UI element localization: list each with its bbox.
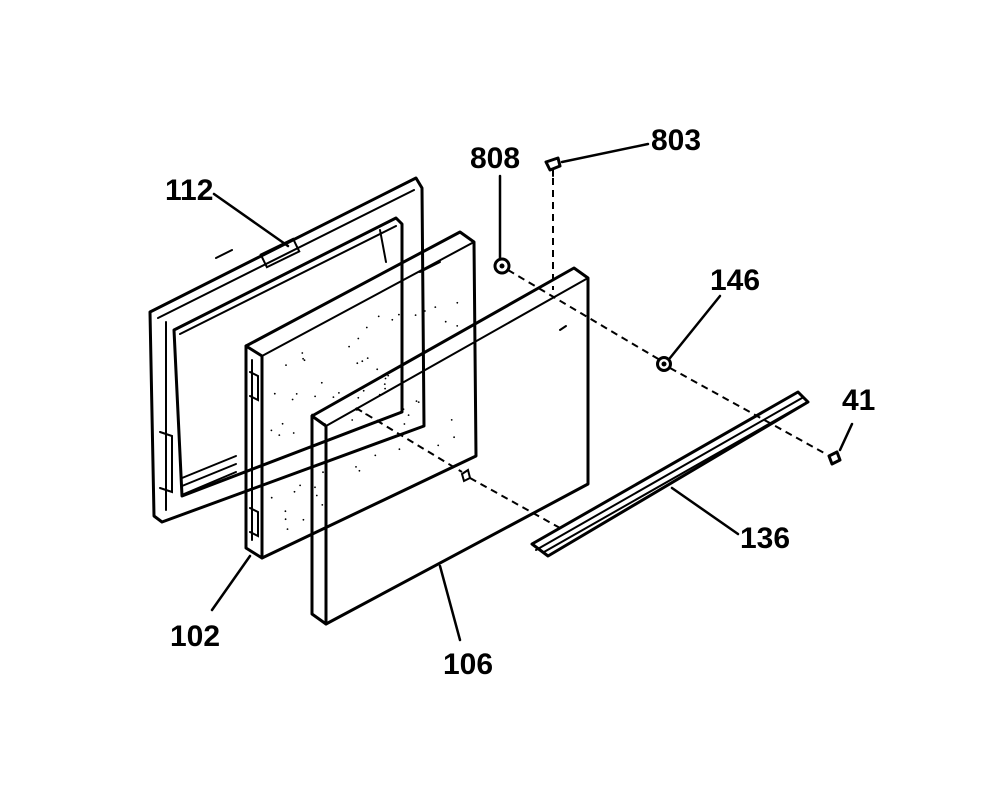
label-106: 106 (443, 648, 493, 681)
stipple-dot (286, 528, 289, 530)
stipple-dot (299, 484, 301, 487)
door-inner-panel-icon (310, 266, 590, 626)
stipple-dot (320, 381, 323, 384)
stipple-dot (321, 504, 324, 506)
stipple-dot (398, 448, 401, 451)
panel-hole-icon (460, 468, 472, 483)
stipple-dot (278, 434, 281, 436)
label-136: 136 (740, 522, 790, 555)
stipple-dot (338, 392, 340, 394)
stipple-dot (292, 432, 295, 434)
alignment-lines (355, 178, 827, 529)
stipple-dot (400, 326, 403, 328)
stipple-dot (384, 387, 386, 390)
stipple-dot (281, 422, 284, 425)
stipple-dot (402, 408, 405, 411)
washer-icon (656, 356, 672, 372)
stipple-dot (302, 357, 304, 360)
door-outer-panel-icon (148, 176, 426, 524)
stipple-dot (456, 301, 459, 304)
stipple-dot (357, 337, 360, 340)
stipple-dot (437, 444, 440, 447)
stipple-dot (284, 510, 287, 513)
stipple-dot (398, 313, 400, 316)
screw-icon (544, 156, 562, 177)
stipple-dot (453, 436, 455, 439)
stipple-dot (355, 466, 357, 468)
stipple-dot (450, 419, 453, 421)
door-liner-icon (244, 230, 478, 560)
stipple-dot (417, 401, 420, 403)
stipple-dot (384, 377, 387, 380)
stipple-dot (387, 374, 390, 377)
spacer-icon (493, 257, 511, 275)
stipple-dot (407, 414, 410, 416)
stipple-dot (403, 423, 406, 425)
small-screw-icon (827, 450, 842, 466)
stipple-dot (356, 362, 359, 365)
stipple-dot (351, 419, 354, 421)
stipple-dot (374, 454, 377, 457)
stipple-dot (322, 471, 324, 474)
stipple-dot (270, 496, 273, 499)
stipple-dot (383, 383, 386, 385)
stipple-dot (365, 326, 368, 329)
stipple-dot (361, 360, 364, 363)
stipple-dot (285, 364, 287, 366)
stipple-dot (291, 398, 294, 401)
stipple-dot (376, 368, 379, 371)
stipple-dot (332, 396, 335, 398)
stipple-dot (362, 389, 365, 392)
stipple-dot (366, 357, 369, 359)
stipple-dot (284, 518, 287, 521)
stipple-dot (273, 392, 276, 395)
stipple-dot (314, 395, 316, 398)
label-808: 808 (470, 142, 520, 175)
stipple-dot (358, 469, 361, 472)
stipple-dot (444, 320, 447, 323)
label-803: 803 (651, 124, 701, 157)
stipple-dot (315, 494, 318, 497)
stipple-dot (377, 315, 380, 318)
stipple-dot (400, 347, 403, 349)
stipple-dot (314, 486, 316, 489)
leader-lines (210, 142, 854, 642)
stipple-dot (302, 518, 305, 521)
stipple-dot (456, 325, 459, 327)
label-102: 102 (170, 620, 220, 653)
stipple-dot (424, 310, 426, 312)
stipple-dot (357, 396, 360, 399)
stipple-dot (391, 318, 394, 321)
stipple-dot (414, 314, 417, 316)
stipple-dot (415, 400, 418, 402)
stipple-dot (348, 345, 350, 348)
stipple-dot (295, 393, 298, 395)
stipple-dot (434, 306, 437, 308)
stipple-dot (270, 429, 273, 432)
label-146: 146 (710, 264, 760, 297)
stipple-dot (301, 352, 304, 354)
stipple-dot (293, 490, 296, 493)
label-112: 112 (165, 174, 213, 207)
door-handle-icon (530, 390, 810, 558)
label-41: 41 (842, 384, 875, 417)
stipple-dot (303, 359, 306, 362)
